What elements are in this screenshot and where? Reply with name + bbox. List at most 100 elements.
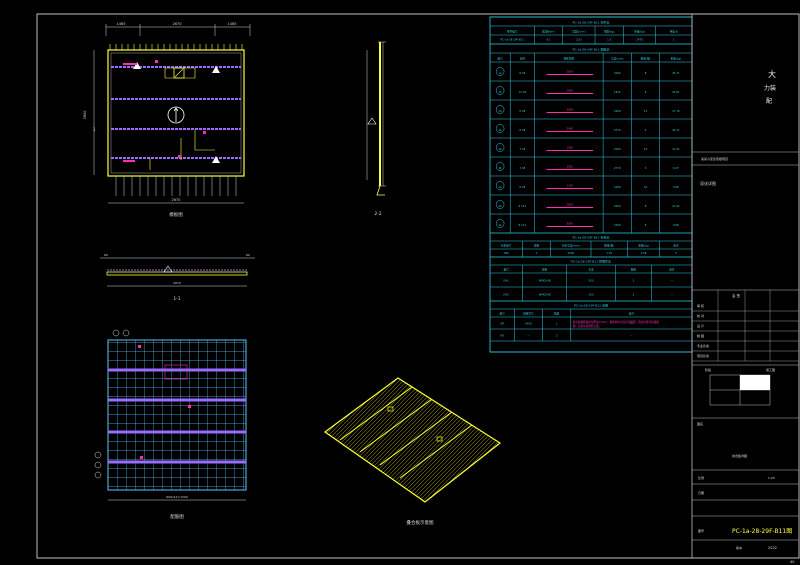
sign-row-label: 项目负责 [697, 353, 709, 358]
table-embed-header: 数量 [631, 268, 637, 272]
drawing-value: 叠合板详图 [732, 453, 747, 458]
table-notes-cell: DP [500, 321, 504, 325]
table-rebar-cell: 2390 [614, 223, 621, 227]
rebar-plan-label: 配筋图 [170, 513, 184, 520]
rebar-mark-circle [495, 162, 505, 171]
section-1-1-label: 1-1 [173, 296, 180, 302]
table-notes-header: 编号 [500, 312, 506, 316]
rebar-shape-length: 3095 [566, 108, 573, 112]
table-rebar-cell: 25.71 [672, 71, 680, 75]
table-rebar-cell: 2290 [614, 109, 621, 113]
drawing-label: 图名 [697, 421, 703, 426]
table-embed-cell: — [671, 280, 674, 283]
table-rebar-cell: 8 C8 [519, 128, 525, 132]
sign-row-label: 校 对 [697, 313, 704, 318]
rebar-mark-circle [495, 143, 505, 152]
rebar-shape-length: 2650 [566, 203, 573, 207]
table-main-cell: 1 [673, 38, 675, 42]
sign-row-label: 制 图 [697, 333, 704, 338]
table-notes-cell: — [527, 334, 530, 337]
rebar-shape-length: 1995 [566, 146, 573, 150]
rebar-shape-length: 1310 [566, 184, 573, 188]
date-value: 2022 [768, 546, 777, 550]
table-truss-header: 重量(kg) [638, 244, 648, 248]
table-rebar-cell: 8 [645, 90, 647, 94]
plan-view-label: 模板图 [169, 211, 183, 218]
table-rebar-cell: 2290 [614, 71, 621, 75]
table-main-cell: 2478 [636, 38, 643, 42]
rebar-mark-circle [495, 86, 505, 95]
table-rebar-cell: 6.37 [673, 166, 679, 170]
title-block: 大 力装 配 某某小区住宅楼项目 深化详图 会 签 审 核校 对设 计制 图专业… [691, 13, 800, 559]
table-rebar-cell: 34.31 [672, 128, 680, 132]
check-label: 日期 [698, 490, 704, 495]
table-rebar-cell: 2290 [614, 185, 621, 189]
rebar-shape-length: 3095 [566, 222, 573, 226]
table-rebar-cell: 12 C8 [519, 90, 527, 94]
company-name-1: 大 [768, 69, 776, 79]
table-rebar-cell: 12.91 [672, 147, 680, 151]
rebar-shape-length: 2650 [566, 70, 573, 74]
table-rebar-cell: 2290 [614, 204, 621, 208]
table-embed-cell: WPK2A/B [539, 293, 551, 297]
section-2-2: 2-2 [366, 41, 386, 217]
table-embed-cell: 2 [633, 279, 635, 283]
rebar-shape-length: 3025 [566, 165, 573, 169]
table-main-cell: 9.1 [547, 38, 551, 42]
table-rebar-cell: 2b [498, 128, 502, 132]
schedule-tables: PC-1a-28-29F-B11 构件表构件编号总面积(m²)混凝土(m³)钢筋… [489, 16, 693, 353]
table-rebar-cell: 3a [498, 147, 502, 151]
rebar-mark-circle [495, 67, 505, 76]
table-truss-cell: 3 [675, 251, 677, 255]
rebar-mark-circle [495, 219, 505, 228]
table-rebar-cell: 2290 [614, 147, 621, 151]
table-notes-cell: — [630, 334, 633, 337]
table-notes-cell: 4100 [525, 321, 532, 325]
table-rebar-cell: 5 [645, 128, 647, 132]
scale-label: 比例 [698, 475, 704, 480]
table-rebar-cell: 6 [645, 223, 647, 227]
rebar-plan: 600x12=7200 配筋图 [94, 329, 247, 520]
plan-dim-bottom: 2670 [172, 198, 181, 202]
table-truss-cell: 4.58 [641, 251, 647, 255]
sign-row-label: 审 核 [697, 303, 704, 308]
table-rebar-cell: 8 [645, 204, 647, 208]
sign-row-label: 专业负责 [697, 343, 709, 348]
table-rebar-cell: 9.28 [673, 185, 679, 189]
table-embed-cell: 2 [633, 293, 635, 297]
table-main-header: 吊装(t) [670, 29, 678, 33]
drawing-no-label: 图号 [698, 528, 704, 533]
table-rebar-title: PC-1a-28-29F-B11 钢筋表 [572, 46, 609, 51]
table-rebar-header: 编号 [498, 56, 504, 60]
table-rebar-cell: 3b [498, 166, 502, 170]
table-rebar-cell: 2779 [614, 166, 621, 170]
table-embed-header: 长度 [588, 268, 594, 272]
table-rebar-header: 重量(kg) [671, 56, 681, 60]
table-embed-cell: WPK2A/B [539, 279, 551, 283]
table-truss-header: 备注 [673, 244, 679, 248]
table-main-cell: 2.63 [576, 38, 582, 42]
table-embed-cell: 300 [589, 293, 594, 297]
company-name-2: 力装 [764, 84, 776, 92]
table-truss-cell: 1 [536, 251, 538, 255]
plan-view: 1465 2670 1465 3900 2670 [83, 22, 251, 218]
table-embed-header: 规格 [542, 268, 548, 272]
stage-label: 阶段 [705, 367, 711, 372]
rebar-plan-dim-bottom: 600x12=7200 [166, 495, 188, 499]
table-rebar-cell: 14 [644, 147, 648, 151]
page-number: 40 [790, 560, 794, 564]
sign-row-label: 设 计 [697, 323, 704, 328]
drawing-type: 深化详图 [700, 180, 716, 186]
table-rebar-cell: 8 C8 [519, 109, 525, 113]
table-notes-title: PC-1a-28-29F-B11 说明 [574, 303, 608, 308]
plan-dim-top-3: 1465 [228, 22, 237, 26]
table-embed-cell: DH2 [503, 293, 509, 297]
date-label: 版本 [736, 545, 742, 550]
table-notes-cell: 2 [556, 333, 558, 337]
table-embed-cell: 500 [589, 279, 594, 283]
table-main-header: 构件编号 [507, 29, 518, 33]
isometric-view-label: 叠合板示意图 [407, 519, 434, 526]
sign-head: 会 签 [732, 293, 741, 298]
table-rebar-cell: 8 C12 [519, 204, 527, 208]
table-embed-cell: — [671, 294, 674, 297]
